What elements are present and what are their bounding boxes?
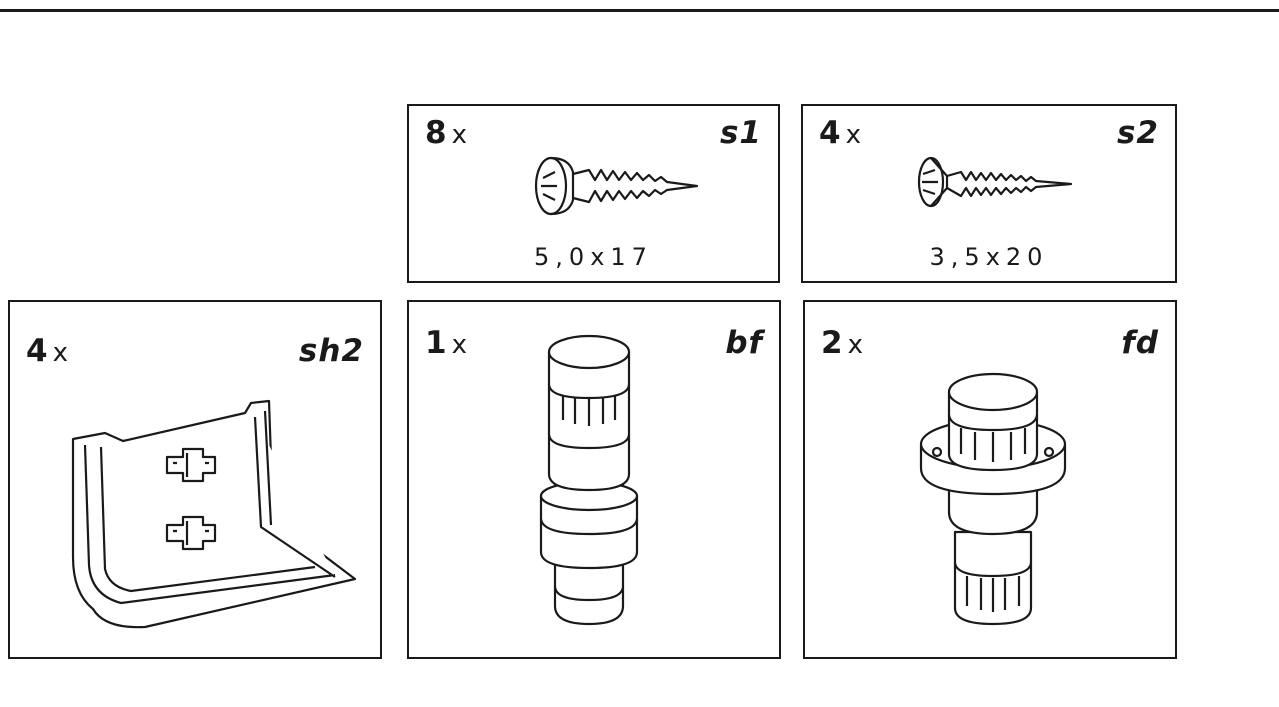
- part-code: fd: [1121, 325, 1159, 361]
- part-code: s1: [719, 115, 762, 151]
- flanged-foot-icon: [919, 372, 1067, 626]
- dimension-label: 5,0x17: [534, 243, 653, 271]
- shelf-bracket-icon: [71, 399, 357, 629]
- part-code: s2: [1116, 115, 1159, 151]
- countersunk-screw-icon: [917, 156, 1073, 208]
- dimension-label: 3,5x20: [929, 243, 1049, 271]
- adjustable-leg-icon: [539, 334, 639, 626]
- part-code: bf: [725, 325, 763, 361]
- part-code: sh2: [298, 333, 364, 369]
- top-rule: [0, 9, 1279, 12]
- pan-head-screw-icon: [534, 156, 699, 216]
